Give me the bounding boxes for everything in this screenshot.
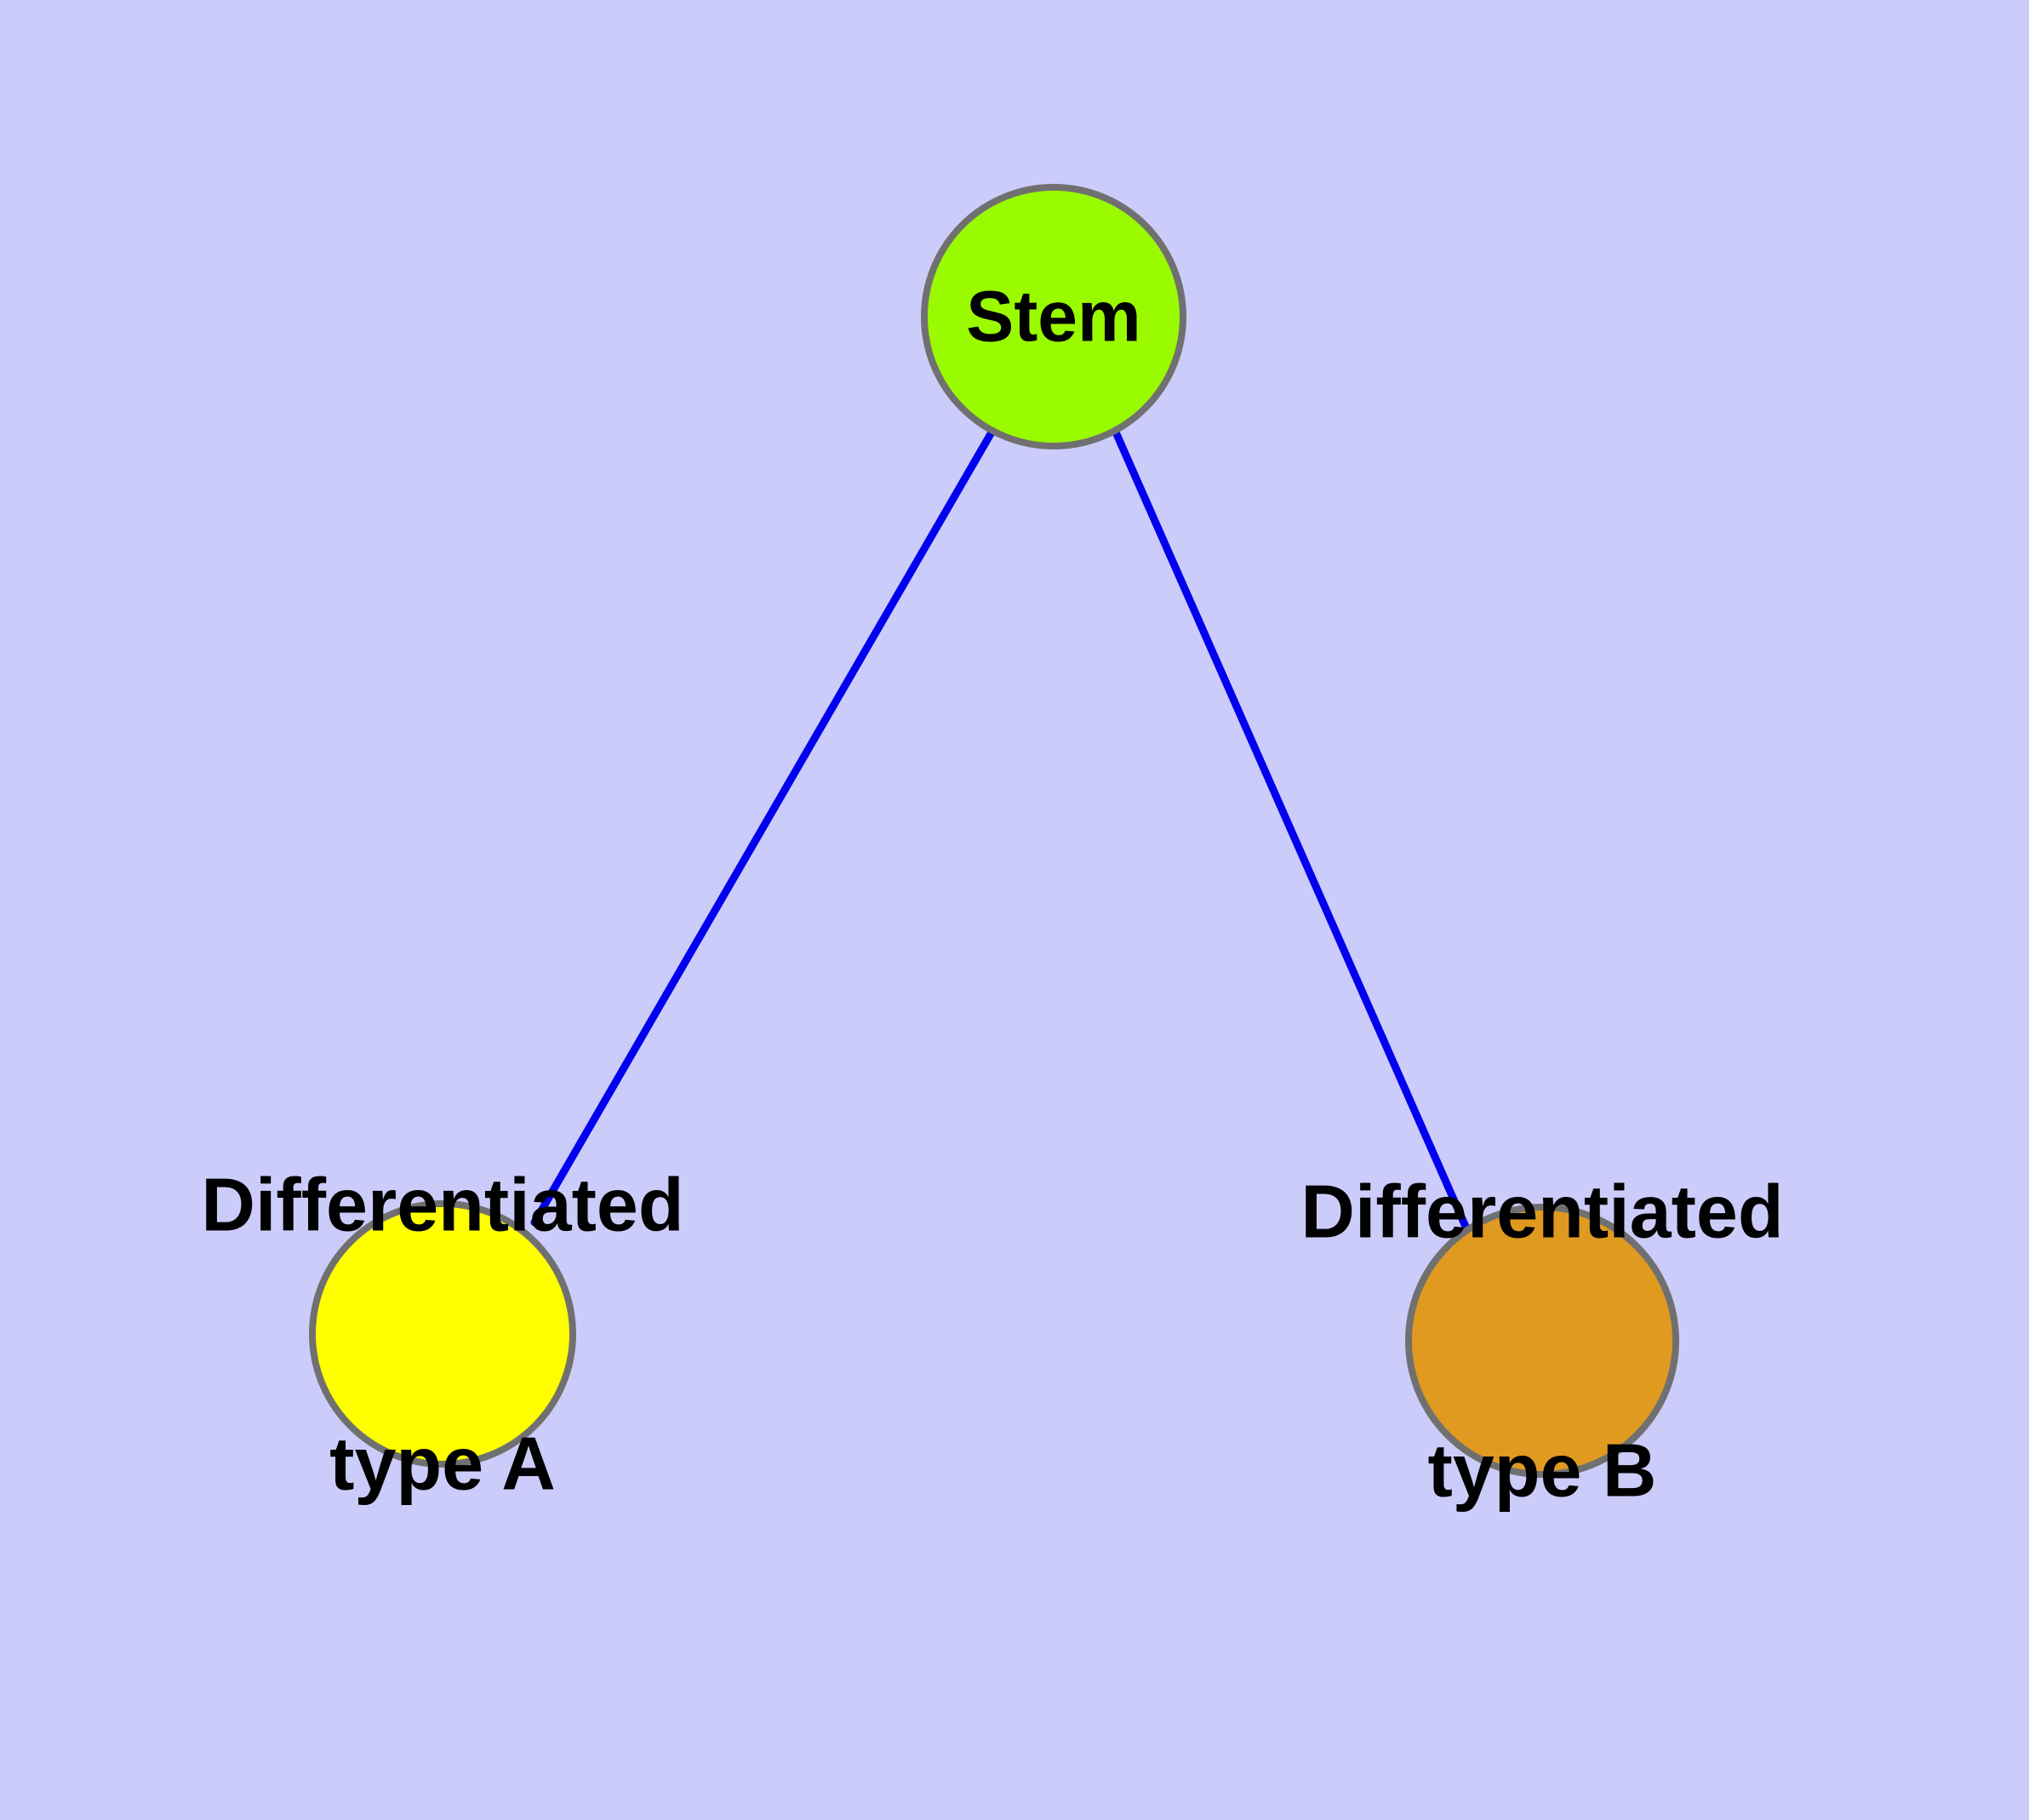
node-diff-b-circle[interactable] <box>1405 1204 1679 1478</box>
node-diff-a-circle[interactable] <box>309 1200 576 1468</box>
node-stem-circle[interactable] <box>921 184 1186 449</box>
edge-layer <box>530 428 1471 1233</box>
node-layer <box>309 184 1679 1478</box>
edge-stem-to-diff-b[interactable] <box>1112 430 1471 1233</box>
edge-stem-to-diff-a[interactable] <box>530 428 996 1227</box>
